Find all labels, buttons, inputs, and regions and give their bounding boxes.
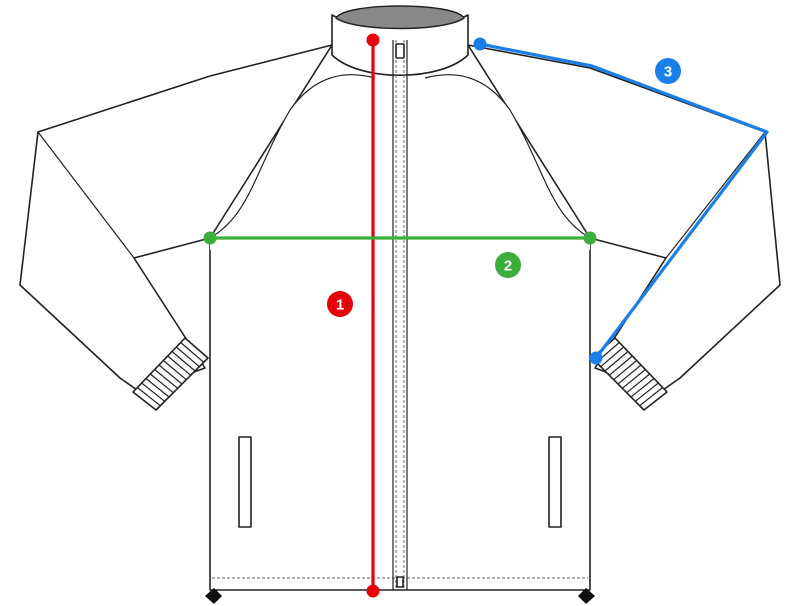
length-endpoint [366,33,380,47]
cuff-rib-line [145,378,170,398]
cuff-rib-line [158,364,183,385]
cuff-rib-line [167,355,192,376]
length-badge [327,291,353,317]
cuff-rib-line [154,369,179,389]
right-sleeve [467,44,781,393]
cuff-rib-line [608,355,633,376]
cuff-rib-line [600,346,625,368]
cuff-rib-line [136,387,161,407]
sleeve-measure-line [479,42,769,359]
right-hem-toggle [578,588,595,604]
cuff-rib-line [621,369,646,389]
cuff-rib-line [630,378,655,398]
length-endpoint [366,584,380,598]
cuff-rib-line [162,360,187,381]
right-pocket [548,436,562,528]
left-pocket [238,436,252,528]
cuff-rib-line [604,351,629,372]
cuff-rib-line [175,346,200,368]
jacket-body [205,74,595,604]
left-cuff [132,337,209,411]
cuff-rib-line [149,373,174,394]
sleeve-endpoint [589,351,603,365]
cuff-rib-line [634,382,659,402]
cuff-rib-line [626,373,651,394]
collar [331,5,469,76]
chest-endpoint [583,231,597,245]
cuff-rib-line [141,382,166,402]
right-cuff [591,337,668,411]
cuff-rib-line [613,360,638,381]
cuff-rib-line [617,364,642,385]
sleeve-badge [655,58,681,84]
cuff-rib-line [171,351,196,372]
cuff-rib-line [180,342,205,363]
cuff-rib-line [639,387,664,407]
chest-badge [495,252,521,278]
length-badge-label: 1 [336,297,344,314]
left-sleeve [19,44,333,393]
left-hem-toggle [205,588,222,604]
chest-endpoint [203,231,217,245]
sleeve-badge-label: 3 [664,64,672,81]
sleeve-endpoint [473,37,487,51]
chest-badge-label: 2 [504,258,512,275]
zipper [392,40,408,590]
